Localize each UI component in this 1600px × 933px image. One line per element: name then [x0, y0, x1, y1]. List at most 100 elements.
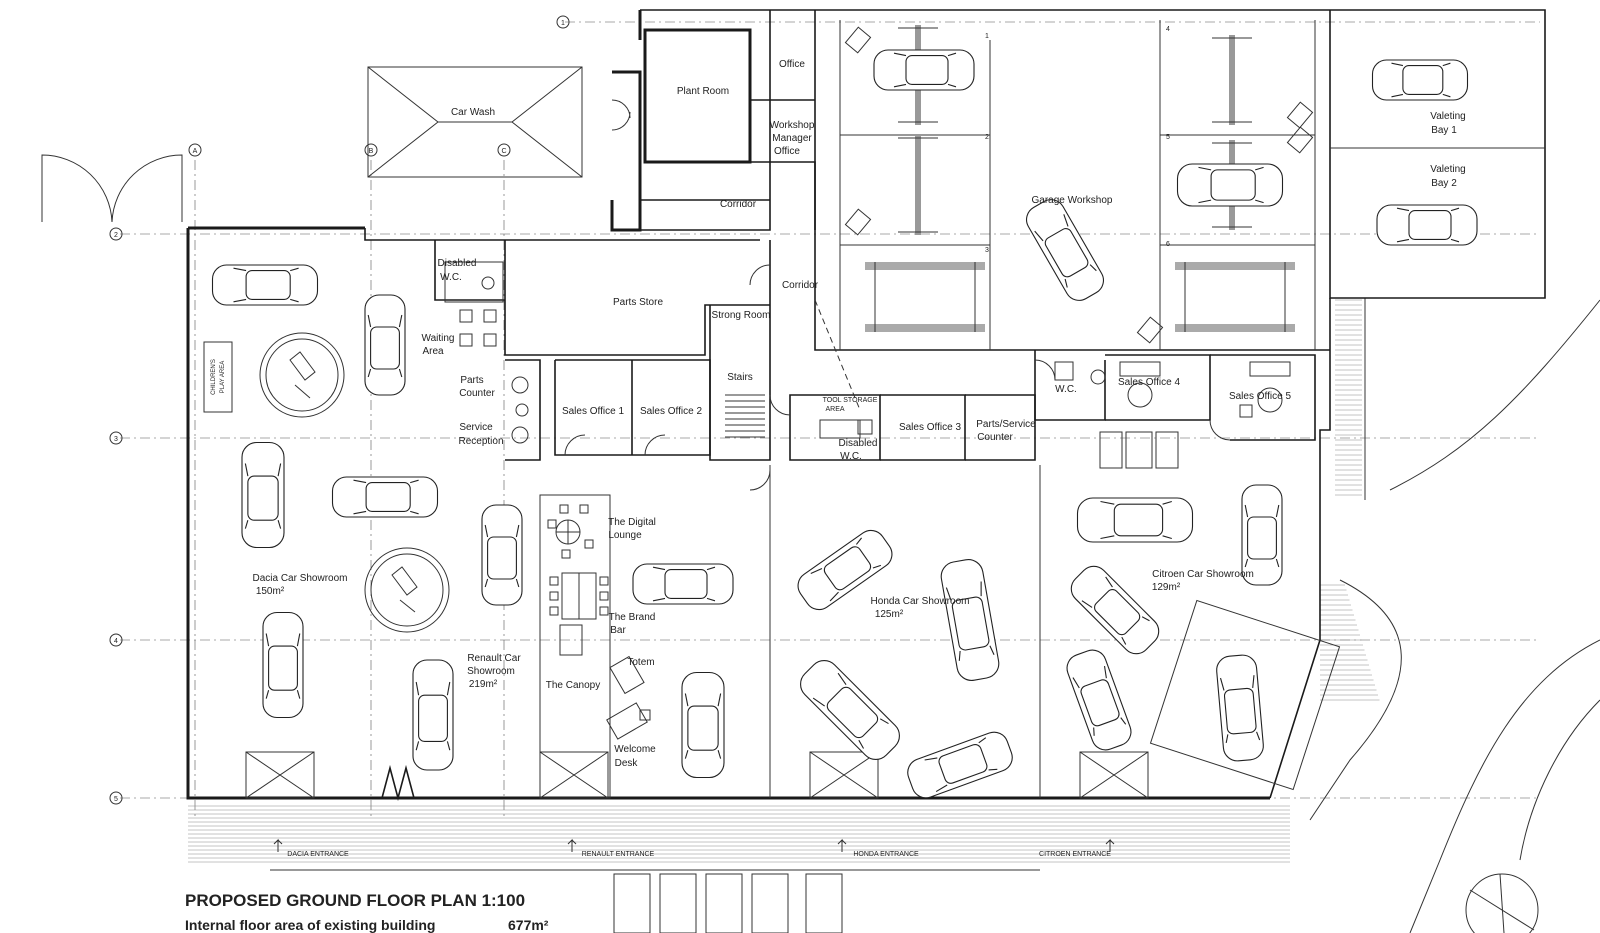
disabled-wc-2-label: W.C.	[840, 451, 862, 462]
entrance-frames	[245, 599, 1341, 802]
honda-showroom-label: Honda Car Showroom	[871, 596, 970, 607]
car-icon	[800, 660, 900, 760]
car-icon	[1070, 565, 1160, 655]
car-icon	[797, 529, 893, 611]
car-icon	[1066, 649, 1132, 751]
grid-lines	[120, 21, 1540, 820]
room-labels: Plant Room Office Workshop Manager Offic…	[252, 59, 1465, 769]
svg-text:DACIA ENTRANCE: DACIA ENTRANCE	[287, 851, 349, 858]
office-desks	[1054, 361, 1291, 418]
grid-bubble-2: 2	[109, 227, 123, 241]
renault-showroom-label: 219m²	[469, 679, 498, 690]
valeting-bay-2-label: Valeting	[1430, 164, 1465, 175]
digital-lounge-label: The Digital	[608, 517, 656, 528]
renault-showroom-label: Showroom	[467, 666, 515, 677]
display-turntable-2	[364, 547, 450, 633]
svg-text:Car Wash: Car Wash	[451, 107, 495, 118]
external-road	[1309, 297, 1600, 933]
stairs-label: Stairs	[727, 372, 753, 383]
bay-number: 5	[1166, 134, 1170, 141]
parts-store-label: Parts Store	[613, 297, 663, 308]
car-icon	[1076, 497, 1194, 543]
digital-lounge-table	[547, 504, 594, 559]
office-label: Office	[779, 59, 805, 70]
vehicle-lifts	[844, 25, 1314, 344]
grid-bubble-b: B	[364, 143, 378, 157]
svg-text:HONDA ENTRANCE: HONDA ENTRANCE	[853, 851, 919, 858]
service-reception-label: Service	[459, 422, 493, 433]
citroen-showroom-label: Citroen Car Showroom	[1152, 569, 1254, 580]
honda-showroom-label: 125m²	[875, 609, 904, 620]
svg-text:3: 3	[114, 436, 118, 443]
disabled-wc-label: Disabled	[438, 258, 477, 269]
external-gates	[41, 154, 183, 223]
workshop-manager-label: Workshop	[770, 120, 815, 131]
svg-text:4: 4	[114, 638, 118, 645]
workshop-manager-label: Office	[774, 146, 800, 157]
bay-number: 2	[985, 134, 989, 141]
forecourt-paving	[188, 805, 1290, 863]
car-icon	[873, 49, 975, 91]
renault-entrance-marker: RENAULT ENTRANCE	[567, 838, 655, 858]
sales-office-4-label: Sales Office 4	[1118, 377, 1181, 388]
tool-storage-label: AREA	[825, 406, 844, 413]
totem	[609, 655, 645, 695]
car-icon	[1376, 204, 1478, 246]
svg-text:A: A	[193, 148, 198, 155]
svg-text:B: B	[369, 148, 374, 155]
floor-area-value: 677m²	[508, 917, 549, 933]
car-wash: Car Wash	[367, 66, 583, 178]
grid-bubble-5: 5	[109, 791, 123, 805]
parts-counter-label: Counter	[459, 388, 495, 399]
car-icon	[1371, 59, 1469, 101]
citroen-showroom-label: 129m²	[1152, 582, 1181, 593]
parts-service-counter-label: Counter	[977, 432, 1013, 443]
interior-partitions	[434, 20, 1545, 799]
svg-text:C: C	[501, 148, 506, 155]
building-outline	[186, 9, 1546, 800]
car-icon	[364, 294, 406, 396]
waiting-area-label: Area	[422, 346, 444, 357]
bay-number: 4	[1166, 26, 1170, 33]
garage-workshop-label: Garage Workshop	[1032, 195, 1113, 206]
bay-number: 1	[985, 33, 989, 40]
tool-storage-label: TOOL STORAGE	[823, 397, 878, 404]
car-icon	[481, 504, 523, 606]
grid-bubble-4: 4	[109, 633, 123, 647]
dacia-showroom-label: 150m²	[256, 586, 285, 597]
waiting-area-label: Waiting	[422, 333, 455, 344]
welcome-desk	[606, 702, 651, 740]
grid-bubble-1: 1	[556, 15, 570, 29]
car-icon	[681, 671, 725, 779]
corridor-label: Corridor	[720, 199, 757, 210]
strong-room-label: Strong Room	[712, 310, 771, 321]
car-icon	[1026, 199, 1104, 301]
canopy-label: The Canopy	[546, 680, 600, 691]
svg-text:2: 2	[114, 232, 118, 239]
workshop-manager-label: Manager	[772, 133, 812, 144]
car-icon	[632, 563, 734, 605]
svg-text:RENAULT ENTRANCE: RENAULT ENTRANCE	[582, 851, 655, 858]
welcome-desk-label: Welcome	[614, 744, 656, 755]
dacia-entrance-marker: DACIA ENTRANCE	[273, 838, 349, 858]
waiting-seats	[459, 309, 529, 444]
grid-bubble-3: 3	[109, 431, 123, 445]
plant-room-label: Plant Room	[677, 86, 729, 97]
childrens-play-area: CHILDREN'S PLAY AREA	[203, 341, 233, 413]
disabled-wc-label: W.C.	[440, 272, 462, 283]
north-arrow-icon	[1465, 873, 1539, 933]
car-icon	[940, 559, 1000, 681]
bay-number: 6	[1166, 241, 1170, 248]
drawing-subtitle: Internal floor area of existing building	[185, 917, 435, 933]
forecourt-planters	[270, 869, 1040, 933]
car-layer	[211, 49, 1478, 799]
honda-entrance-marker: HONDA ENTRANCE	[837, 838, 919, 858]
brand-bar-label: The Brand	[609, 612, 656, 623]
bay-numbers: 1 2 3 4 5 6	[985, 26, 1170, 254]
car-icon	[1241, 484, 1283, 586]
citroen-entrance-marker: CITROEN ENTRANCE	[1039, 838, 1115, 858]
renault-showroom-label: Renault Car	[467, 653, 521, 664]
svg-text:CITROEN ENTRANCE: CITROEN ENTRANCE	[1039, 851, 1111, 858]
corridor-label: Corridor	[782, 280, 819, 291]
brand-bar-label: Bar	[610, 625, 626, 636]
